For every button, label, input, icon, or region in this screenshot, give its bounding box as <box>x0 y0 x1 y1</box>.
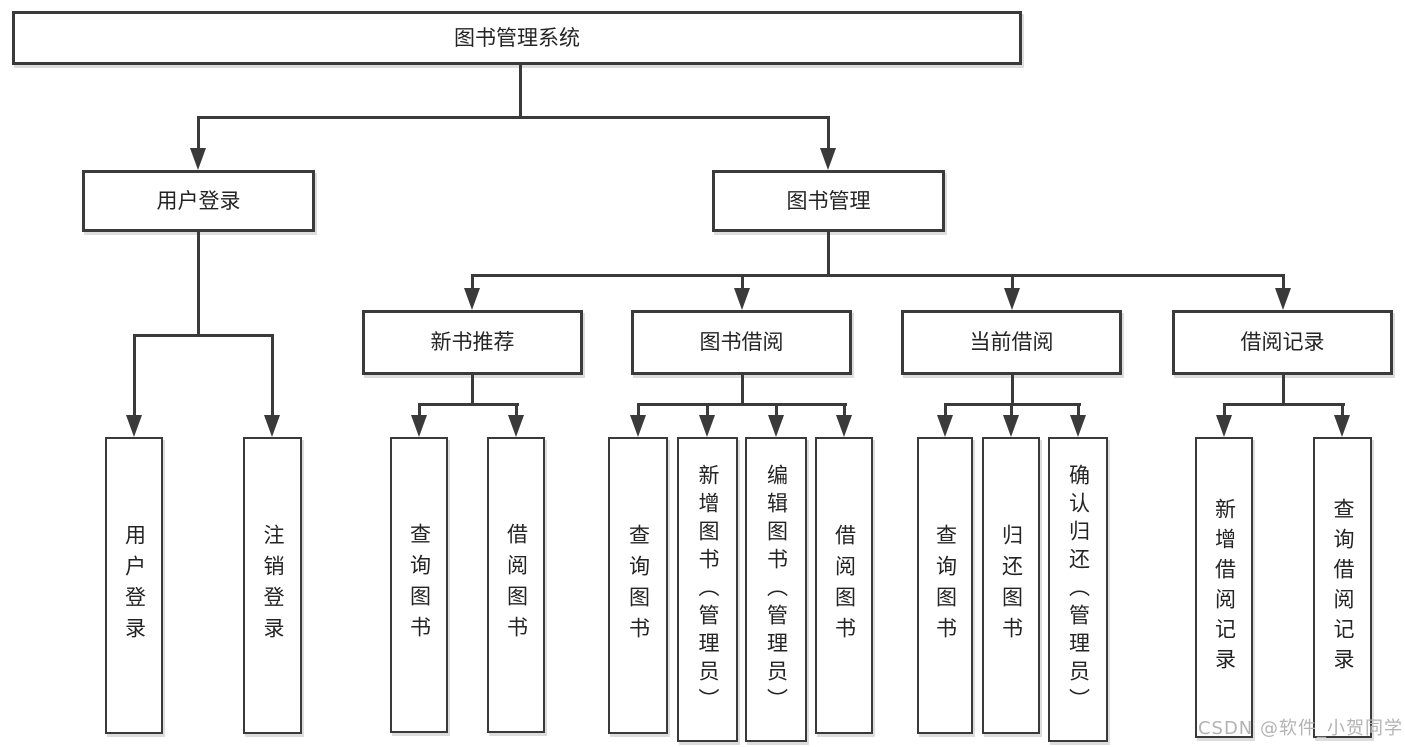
connector-arrow-stem <box>637 403 640 421</box>
connector-stem <box>471 375 474 405</box>
connector-rail <box>471 274 1285 277</box>
connector-stem <box>1011 375 1014 405</box>
connector-rail <box>1223 403 1345 406</box>
node-new-book-rec: 新书推荐 <box>362 310 583 375</box>
node-borrow-records: 借阅记录 <box>1172 310 1393 375</box>
connector-rail <box>637 403 847 406</box>
arrowhead-down-icon <box>126 415 142 437</box>
arrowhead-down-icon <box>734 288 750 310</box>
leaf-confirm-return-admin: 确认归还（管理员） <box>1048 437 1108 742</box>
connector-arrow-stem <box>197 116 200 154</box>
leaf-edit-book-admin: 编辑图书（管理员） <box>745 437 807 742</box>
arrowhead-down-icon <box>1070 415 1086 437</box>
arrowhead-down-icon <box>937 415 953 437</box>
connector-arrow-stem <box>133 334 136 421</box>
arrowhead-down-icon <box>1004 288 1020 310</box>
connector-stem <box>1282 375 1285 405</box>
arrowhead-down-icon <box>464 288 480 310</box>
connector-arrow-stem <box>471 274 474 294</box>
connector-arrow-stem <box>1223 403 1226 421</box>
connector-arrow-stem <box>418 403 421 421</box>
connector-arrow-stem <box>1077 403 1080 421</box>
arrowhead-down-icon <box>1334 415 1350 437</box>
connector-arrow-stem <box>827 116 830 154</box>
connector-arrow-stem <box>775 403 778 421</box>
leaf-query-books-borrow: 查询图书 <box>608 437 668 734</box>
arrowhead-down-icon <box>820 148 836 170</box>
node-root: 图书管理系统 <box>12 11 1022 65</box>
arrowhead-down-icon <box>836 415 852 437</box>
node-user-login: 用户登录 <box>82 170 315 232</box>
connector-arrow-stem <box>706 403 709 421</box>
leaf-borrow-books-borrow: 借阅图书 <box>815 437 873 734</box>
connector-arrow-stem <box>1341 403 1344 421</box>
connector-arrow-stem <box>1011 274 1014 294</box>
node-book-mgmt: 图书管理 <box>712 170 945 232</box>
arrowhead-down-icon <box>630 415 646 437</box>
node-current-borrow: 当前借阅 <box>901 310 1122 375</box>
leaf-query-books-newrec: 查询图书 <box>390 437 448 733</box>
leaf-user-login: 用户登录 <box>105 437 163 734</box>
connector-arrow-stem <box>271 334 274 421</box>
arrowhead-down-icon <box>768 415 784 437</box>
csdn-watermark: CSDN @软件_小贺同学 <box>1197 718 1403 739</box>
connector-arrow-stem <box>741 274 744 294</box>
connector-arrow-stem <box>515 403 518 421</box>
connector-stem <box>741 375 744 405</box>
leaf-query-borrow-record: 查询借阅记录 <box>1313 437 1372 738</box>
arrowhead-down-icon <box>1003 415 1019 437</box>
arrowhead-down-icon <box>1216 415 1232 437</box>
connector-rail <box>418 403 519 406</box>
arrowhead-down-icon <box>190 148 206 170</box>
leaf-add-book-admin: 新增图书（管理员） <box>677 437 738 742</box>
connector-stem <box>197 232 200 336</box>
arrowhead-down-icon <box>264 415 280 437</box>
arrowhead-down-icon <box>508 415 524 437</box>
connector-rail <box>133 334 274 337</box>
connector-arrow-stem <box>1010 403 1013 421</box>
connector-rail <box>197 116 830 119</box>
leaf-logout: 注销登录 <box>243 437 302 734</box>
arrowhead-down-icon <box>699 415 715 437</box>
connector-stem <box>827 232 830 276</box>
connector-arrow-stem <box>1282 274 1285 294</box>
arrowhead-down-icon <box>1275 288 1291 310</box>
leaf-add-borrow-record: 新增借阅记录 <box>1195 437 1253 738</box>
arrowhead-down-icon <box>411 415 427 437</box>
leaf-borrow-books-newrec: 借阅图书 <box>487 437 545 733</box>
leaf-return-books: 归还图书 <box>982 437 1040 734</box>
connector-stem <box>519 65 522 118</box>
leaf-query-books-current: 查询图书 <box>917 437 973 734</box>
node-book-borrow: 图书借阅 <box>631 310 852 375</box>
connector-arrow-stem <box>944 403 947 421</box>
connector-arrow-stem <box>843 403 846 421</box>
